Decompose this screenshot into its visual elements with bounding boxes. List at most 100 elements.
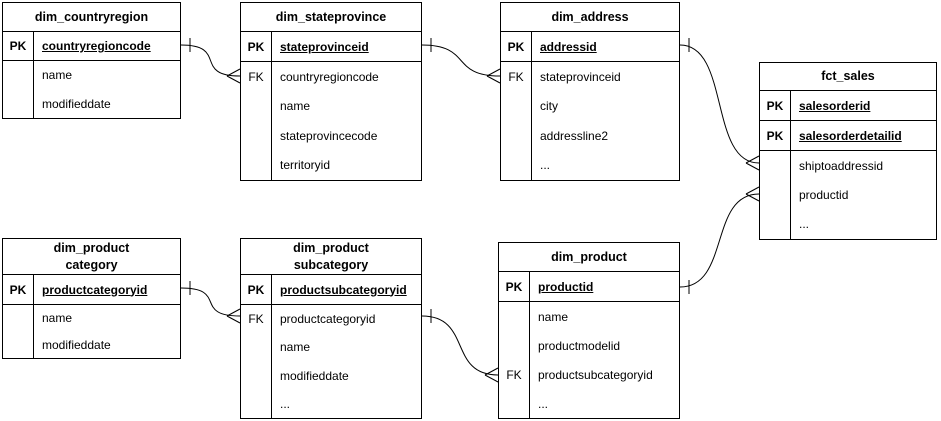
- pk-field-name: salesorderid: [799, 98, 871, 113]
- pk-badge: PK: [241, 275, 272, 304]
- field-row: productmodelid: [499, 331, 679, 360]
- field-row: ...: [760, 209, 936, 239]
- field-name: addressline2: [540, 128, 609, 143]
- key-cell: [501, 150, 532, 180]
- key-cell: [501, 121, 532, 151]
- pk-badge: PK: [501, 32, 532, 61]
- pk-row: PK addressid: [501, 32, 679, 62]
- field-name: modifieddate: [280, 368, 349, 383]
- fk-badge: FK: [241, 62, 272, 92]
- field-name: modifieddate: [42, 337, 111, 352]
- key-cell: [3, 331, 34, 358]
- table-title: dim_product: [499, 243, 679, 272]
- field-row: modifieddate: [241, 361, 421, 390]
- table-title-line: category: [65, 257, 118, 272]
- field-row: name: [499, 302, 679, 331]
- field-row: modifieddate: [3, 331, 180, 358]
- key-cell: [760, 151, 791, 181]
- table-title-line: dim_countryregion: [34, 9, 149, 24]
- field-name: modifieddate: [42, 96, 111, 111]
- key-cell: [3, 89, 34, 118]
- field-name: name: [42, 311, 73, 326]
- many-cardinality-marker: [226, 308, 241, 324]
- relationship-line[interactable]: [421, 44, 501, 77]
- field-row: shiptoaddressid: [760, 151, 936, 181]
- field-name: productid: [799, 187, 849, 202]
- field-name: stateprovinceid: [540, 69, 621, 84]
- field-name: name: [538, 309, 569, 324]
- field-name: productsubcategoryid: [538, 367, 653, 382]
- pk-field-name: countryregioncode: [42, 39, 151, 53]
- relationship-dim_productsubcategory-dim_product[interactable]: [421, 309, 499, 383]
- pk-badge: PK: [241, 32, 272, 61]
- field-name: productmodelid: [538, 338, 621, 353]
- field-name: territoryid: [280, 158, 331, 173]
- relationship-line[interactable]: [180, 44, 241, 77]
- field-name: name: [280, 99, 311, 114]
- pk-row: PK countryregioncode: [3, 32, 180, 61]
- field-name: productcategoryid: [280, 312, 376, 327]
- key-cell: [499, 331, 530, 360]
- field-name: name: [280, 340, 311, 355]
- key-cell: [499, 302, 530, 331]
- pk-field-name: stateprovinceid: [280, 39, 369, 54]
- key-cell: [241, 389, 272, 418]
- relationship-dim_stateprovince-dim_address[interactable]: [421, 38, 501, 84]
- field-row: FK stateprovinceid: [501, 62, 679, 92]
- field-name: shiptoaddressid: [799, 158, 884, 173]
- relationship-dim_product-fct_sales[interactable]: [679, 186, 760, 294]
- key-cell: [3, 61, 34, 90]
- relationship-line[interactable]: [679, 193, 760, 288]
- key-cell: [241, 91, 272, 121]
- relationship-dim_countryregion-dim_stateprovince[interactable]: [180, 38, 241, 84]
- field-name: ...: [280, 396, 291, 411]
- key-cell: [760, 180, 791, 210]
- pk-field-name: salesorderdetailid: [799, 128, 902, 143]
- key-cell: [241, 361, 272, 390]
- fk-badge: FK: [499, 360, 530, 389]
- key-cell: [760, 209, 791, 239]
- field-row: addressline2: [501, 121, 679, 151]
- relationship-dim_productcategory-dim_productsubcategory[interactable]: [180, 281, 241, 324]
- field-name: city: [540, 99, 558, 114]
- table-title: fct_sales: [760, 63, 936, 91]
- pk-row: PK stateprovinceid: [241, 32, 421, 62]
- relationship-dim_address-fct_sales[interactable]: [679, 38, 760, 171]
- field-row: name: [241, 333, 421, 362]
- field-row: ...: [241, 389, 421, 418]
- table-title-line: dim_address: [551, 9, 629, 24]
- relationship-line[interactable]: [180, 287, 241, 317]
- relationship-line[interactable]: [679, 44, 760, 164]
- pk-row: PK productsubcategoryid: [241, 275, 421, 305]
- pk-field-name: productsubcategoryid: [280, 282, 407, 297]
- field-row: stateprovincecode: [241, 121, 421, 151]
- pk-badge: PK: [499, 272, 530, 301]
- field-name: ...: [538, 396, 549, 411]
- many-cardinality-marker: [745, 186, 760, 202]
- pk-field-name: addressid: [540, 39, 597, 54]
- field-name: stateprovincecode: [280, 128, 378, 143]
- relationship-line[interactable]: [421, 315, 499, 376]
- field-row: name: [3, 305, 180, 332]
- fk-badge: FK: [501, 62, 532, 92]
- key-cell: [3, 305, 34, 332]
- field-row: name: [241, 91, 421, 121]
- table-title-line: subcategory: [293, 257, 369, 272]
- pk-badge: PK: [3, 32, 34, 60]
- field-row: productid: [760, 180, 936, 210]
- many-cardinality-marker: [484, 367, 499, 383]
- key-cell: [241, 121, 272, 151]
